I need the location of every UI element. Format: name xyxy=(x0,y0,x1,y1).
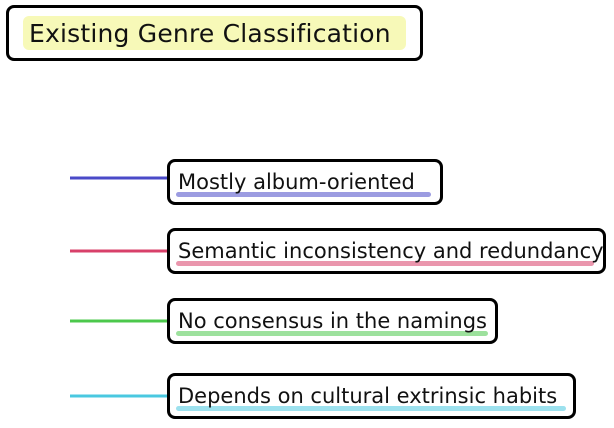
child-node-label: Semantic inconsistency and redundancy xyxy=(178,239,604,263)
root-node-label: Existing Genre Classification xyxy=(29,18,391,48)
child-node-label: No consensus in the namings xyxy=(178,309,487,333)
child-node-semantic-inconsistency: Semantic inconsistency and redundancy xyxy=(167,228,606,274)
child-underline xyxy=(176,192,431,197)
child-underline xyxy=(176,261,594,266)
child-node-cultural-habits: Depends on cultural extrinsic habits xyxy=(167,373,576,419)
child-node-label: Depends on cultural extrinsic habits xyxy=(178,384,558,408)
child-node-album-oriented: Mostly album-oriented xyxy=(167,159,443,205)
child-underline xyxy=(176,331,488,336)
root-highlight xyxy=(23,16,406,50)
child-underline xyxy=(176,406,566,411)
child-node-label: Mostly album-oriented xyxy=(178,170,415,194)
root-node: Existing Genre Classification xyxy=(6,5,423,61)
child-node-no-consensus: No consensus in the namings xyxy=(167,298,498,344)
